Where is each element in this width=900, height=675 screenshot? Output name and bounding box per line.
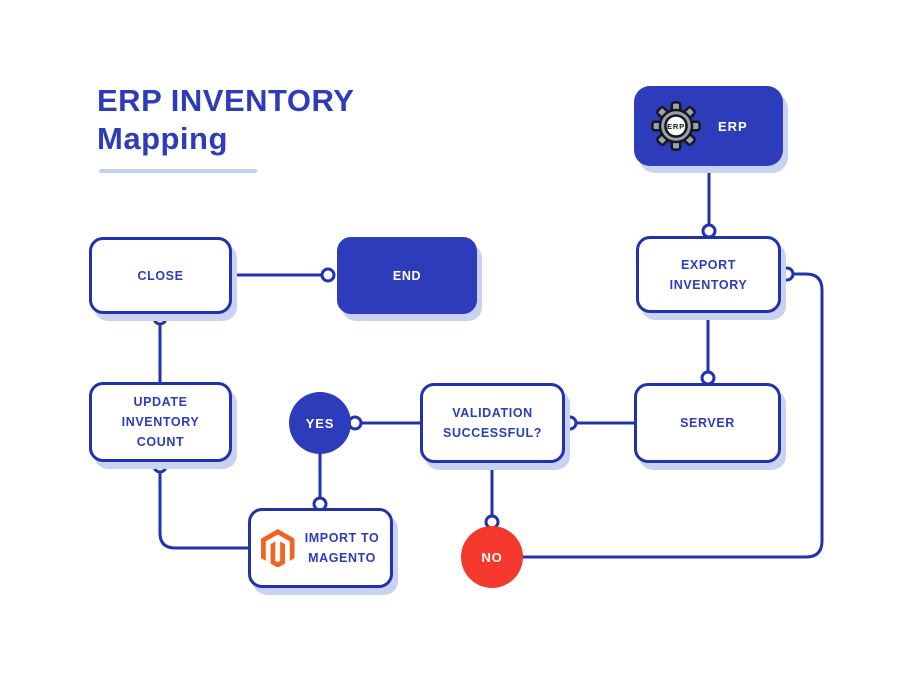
- node-import-to-magento: IMPORT TO MAGENTO: [248, 508, 393, 588]
- node-close: CLOSE: [89, 237, 232, 314]
- gear-icon-text: ERP: [667, 122, 685, 131]
- decision-yes-label: YES: [305, 415, 335, 431]
- title-underline: [99, 169, 257, 173]
- node-export-inventory-label: EXPORT INVENTORY: [669, 257, 748, 292]
- decision-no-label: NO: [481, 549, 503, 565]
- connector-dot-end-left: [320, 267, 336, 283]
- magento-icon: [261, 529, 295, 567]
- page-title-line1: ERP INVENTORY: [97, 83, 355, 118]
- erp-gear-icon: ERP: [651, 101, 701, 151]
- node-end: END: [337, 237, 477, 314]
- node-validation-successful-label: VALIDATION SUCCESSFUL?: [443, 406, 542, 440]
- connector-dot-export-right: [779, 266, 795, 282]
- edge-no-export-loop: [521, 272, 824, 559]
- connector-dot-validation-right: [562, 415, 578, 431]
- node-validation-successful: VALIDATION SUCCESSFUL?: [420, 383, 565, 463]
- node-server-label: SERVER: [680, 416, 735, 430]
- node-import-to-magento-label: IMPORT TO MAGENTO: [304, 531, 380, 565]
- node-server: SERVER: [634, 383, 781, 463]
- node-update-inventory-count-label: UPDATE INVENTORY COUNT: [121, 395, 200, 449]
- edge-update-import: [158, 470, 250, 550]
- node-export-inventory: EXPORT INVENTORY: [636, 236, 781, 313]
- decision-no: NO: [461, 526, 523, 588]
- page-title-line2: Mapping: [97, 121, 228, 156]
- decision-yes: YES: [289, 392, 351, 454]
- erp-badge: ERP ERP: [634, 86, 783, 166]
- erp-badge-label: ERP: [718, 118, 748, 134]
- node-end-label: END: [392, 268, 422, 283]
- page-title: ERP INVENTORY Mapping: [97, 82, 354, 158]
- node-update-inventory-count: UPDATE INVENTORY COUNT: [89, 382, 232, 462]
- node-close-label: CLOSE: [137, 268, 184, 283]
